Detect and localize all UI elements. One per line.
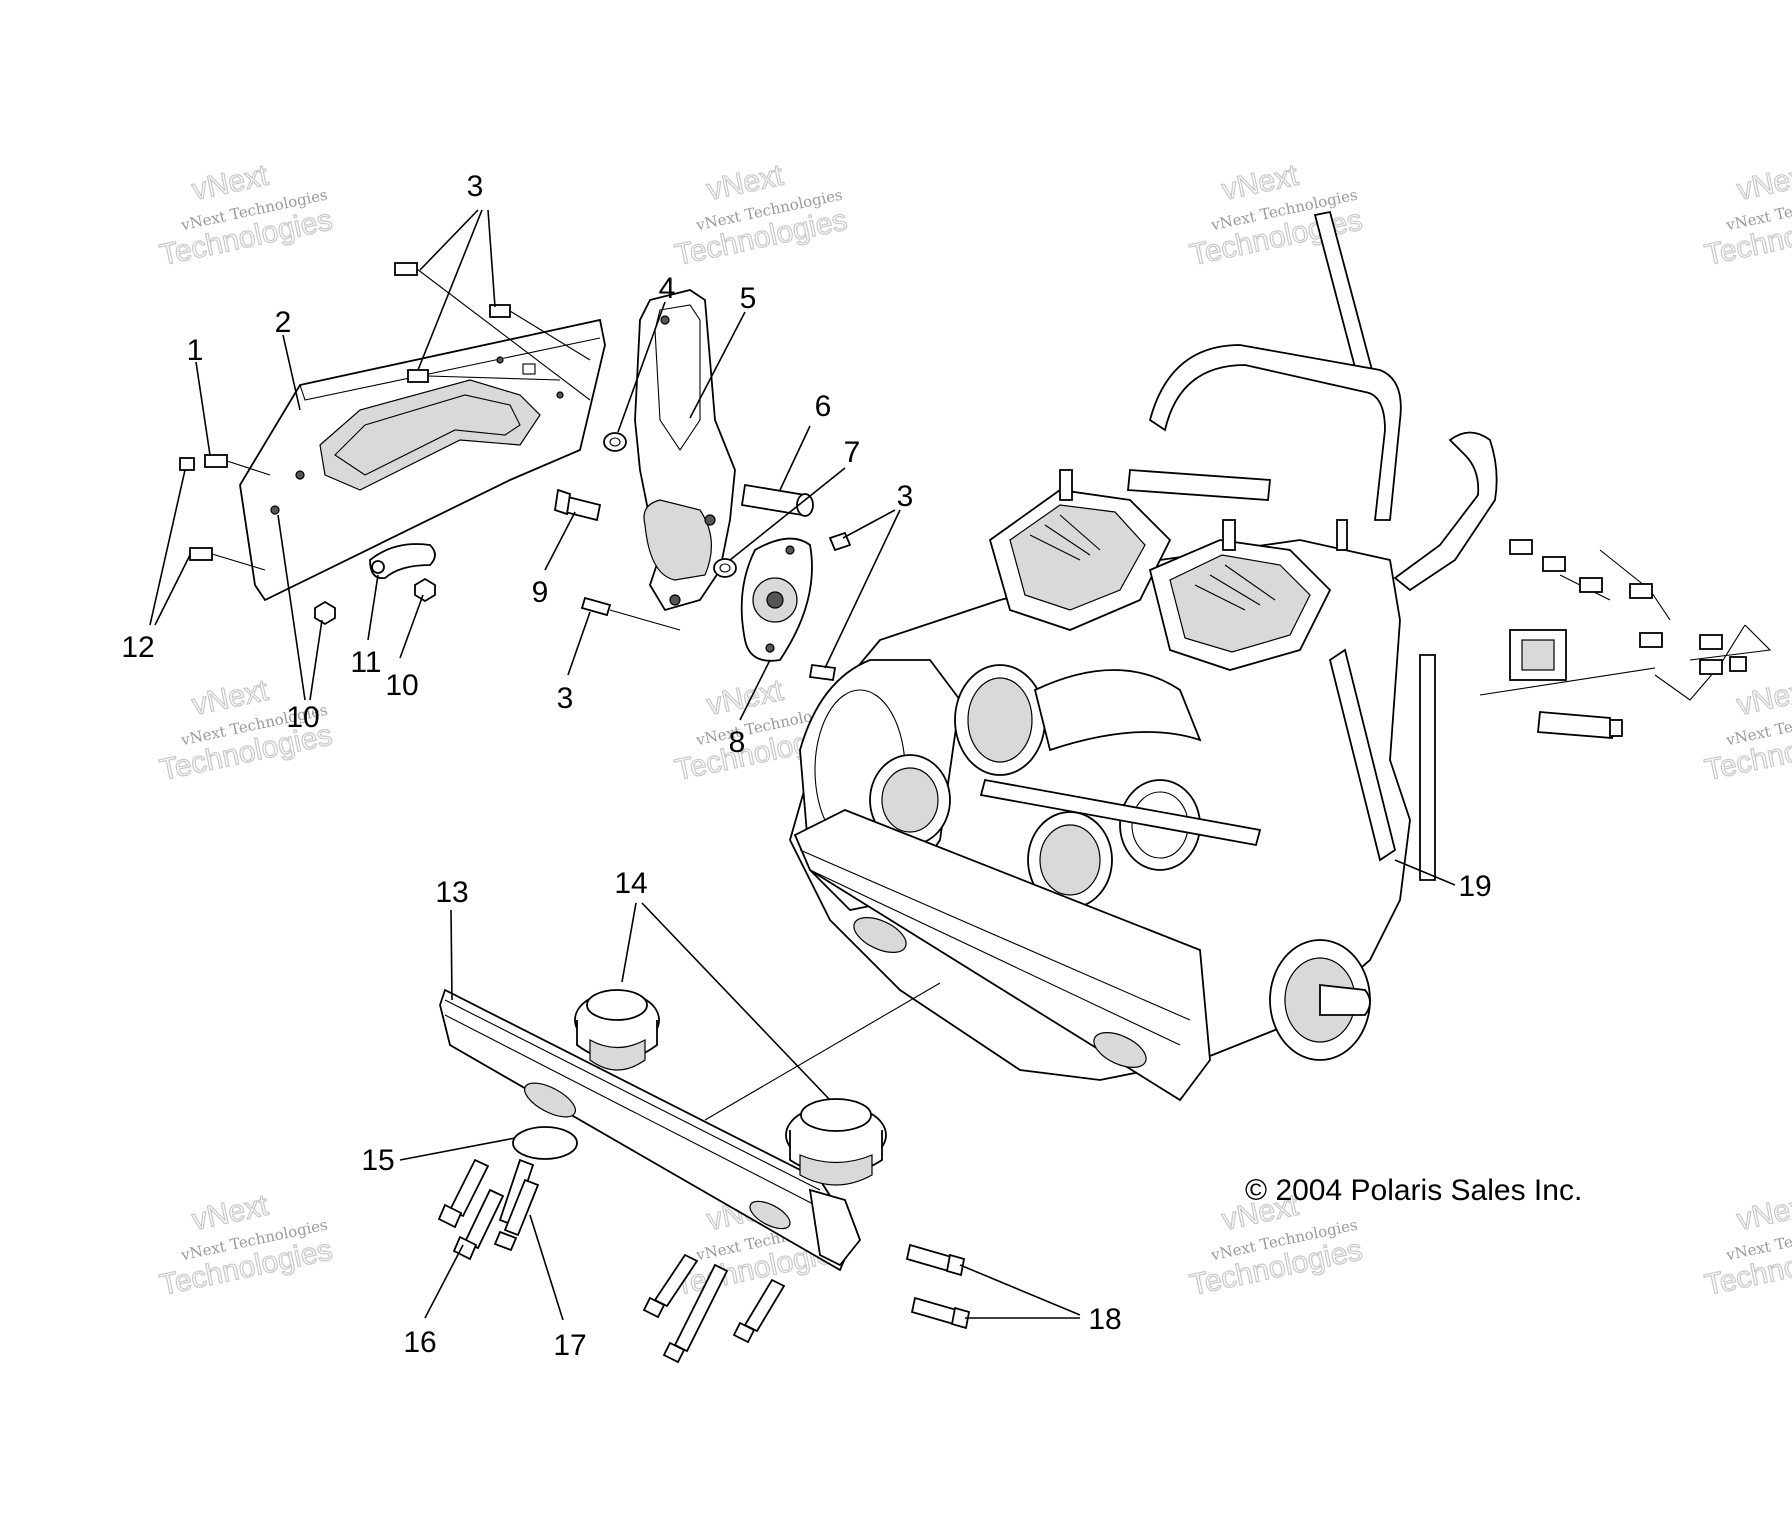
- watermark-line1: vNext: [1734, 159, 1792, 207]
- callout-16: 16: [403, 1326, 436, 1359]
- bolt: [407, 369, 561, 383]
- callout-7: 7: [844, 436, 861, 469]
- watermark-line1: vNext: [1734, 1189, 1792, 1237]
- bolt: [394, 262, 591, 401]
- copyright-notice: © 2004 Polaris Sales Inc.: [1245, 1174, 1582, 1207]
- callout-5: 5: [740, 282, 757, 315]
- callout-labels: 3 1 2 4 5 6 7 3 9 12 11 10 10 3 8 13 14 …: [121, 170, 1491, 1362]
- callout-17: 17: [553, 1329, 586, 1362]
- watermark-line1: vNext: [1734, 674, 1792, 722]
- part-7-washer: [713, 558, 737, 578]
- callout-18: 18: [1088, 1303, 1121, 1336]
- bolt: [489, 304, 591, 361]
- part-16-bolts: [437, 1158, 505, 1261]
- part-9-bolt: [553, 488, 602, 522]
- part-15-plate: [512, 1126, 578, 1160]
- bolts-bottom: [642, 1253, 786, 1364]
- part-14-mount: [785, 1098, 887, 1186]
- callout-14: 14: [614, 867, 647, 900]
- part-11-clamp: [369, 543, 436, 580]
- callout-10-right: 10: [385, 669, 418, 702]
- part-18-bolts: [905, 1243, 971, 1330]
- bolt: [179, 457, 195, 471]
- callout-11: 11: [350, 646, 381, 679]
- callout-9: 9: [532, 576, 549, 609]
- callout-12: 12: [121, 631, 154, 664]
- part-6-pin: [740, 483, 814, 517]
- callout-6: 6: [815, 390, 832, 423]
- leader-lines: [149, 209, 1456, 1321]
- callout-3-right: 3: [897, 480, 914, 513]
- part-8-damper: [740, 537, 813, 662]
- callout-8: 8: [729, 726, 746, 759]
- callout-4: 4: [659, 272, 676, 305]
- part-2-mount-plate: [239, 318, 606, 602]
- bolt: [580, 596, 681, 631]
- part-14-mount: [574, 989, 660, 1071]
- callout-3-top: 3: [467, 170, 484, 203]
- part-10-nuts: [314, 577, 436, 626]
- callout-15: 15: [361, 1144, 394, 1177]
- part-4-washer: [603, 432, 627, 452]
- bolt: [204, 454, 271, 476]
- callout-10-bottom: 10: [286, 701, 319, 734]
- callout-1: 1: [187, 334, 204, 367]
- callout-2: 2: [275, 306, 292, 339]
- part-13-rail: [439, 982, 941, 1272]
- callout-13: 13: [435, 876, 468, 909]
- callout-3-bottom: 3: [557, 682, 574, 715]
- bolt: [189, 547, 266, 571]
- part-19-engine: [789, 210, 1772, 1102]
- callout-19: 19: [1458, 870, 1491, 903]
- bolts-top: [179, 262, 591, 571]
- part-17-bolts: [493, 1158, 540, 1252]
- part-5-bracket: [634, 289, 736, 612]
